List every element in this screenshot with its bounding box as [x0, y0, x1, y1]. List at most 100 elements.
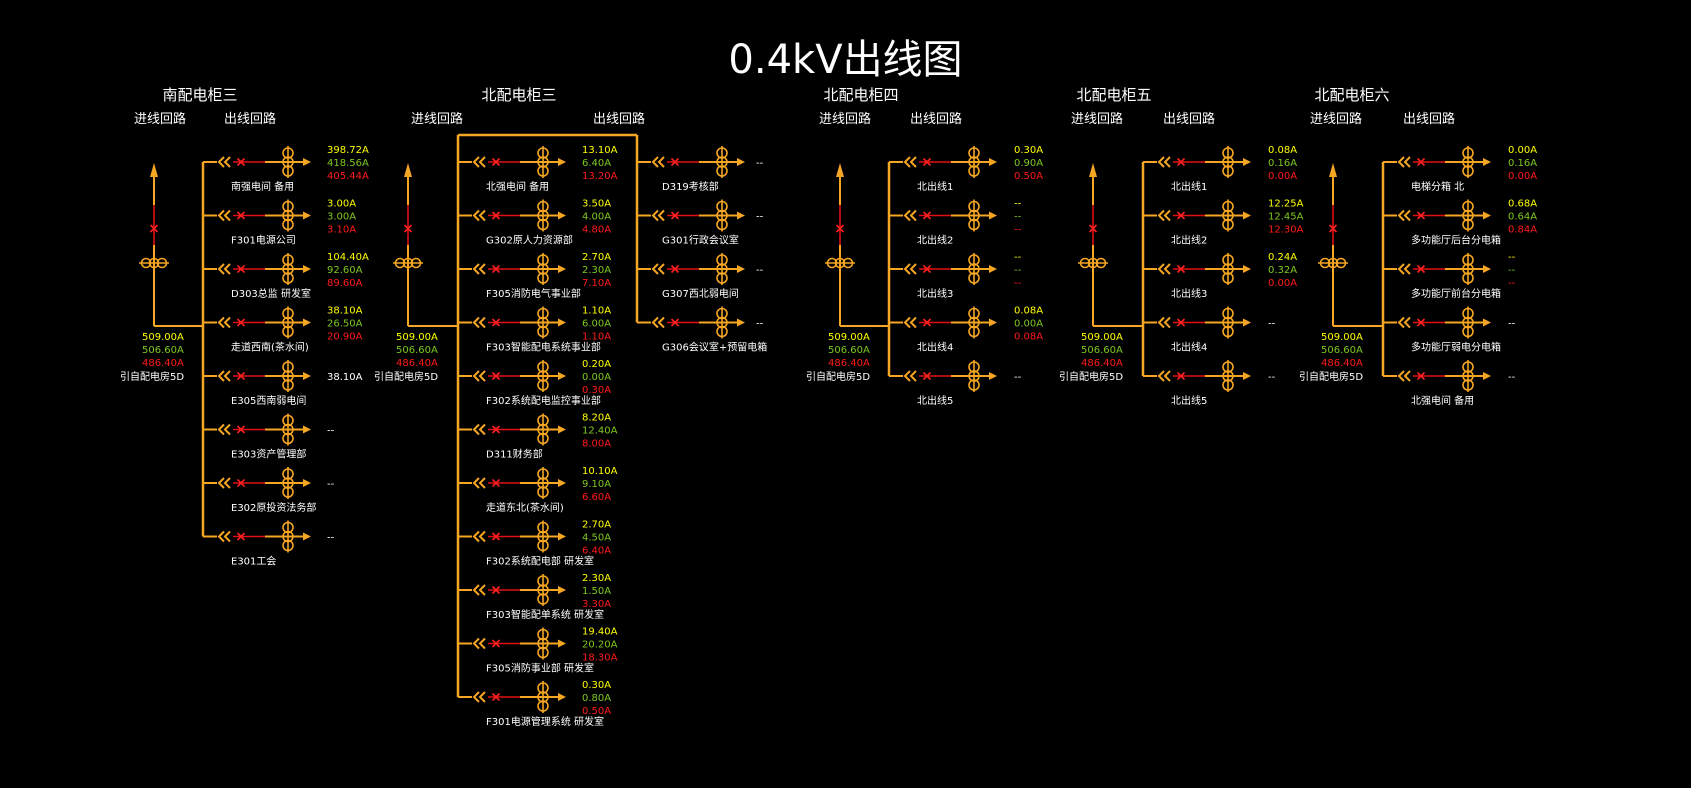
- phase-c-current: 6.40A: [582, 546, 611, 557]
- phase-b-current: 12.40A: [582, 426, 618, 437]
- phase-c-current: 0.00A: [1508, 171, 1537, 182]
- incoming-phase-a: 509.00A: [1081, 332, 1123, 343]
- disconnect-chevron-icon: [903, 209, 917, 222]
- phase-b-current: 3.00A: [327, 212, 356, 223]
- feeder-label: 多功能厅前台分电箱: [1411, 287, 1501, 300]
- arrow-icon: [737, 265, 745, 273]
- current-reading: 38.10A: [327, 372, 363, 383]
- current-transformer-icon: [537, 146, 549, 178]
- arrow-icon: [558, 318, 566, 327]
- feeder-label: G306会议室+预留电箱: [662, 341, 767, 354]
- incoming-source: 引自配电房5D: [806, 370, 870, 383]
- feeder-label: F302系统配电部 研发室: [486, 555, 594, 568]
- feeder-row: [458, 627, 566, 660]
- incoming-header: 进线回路: [1071, 111, 1123, 127]
- incoming-source: 引自配电房5D: [1059, 370, 1123, 383]
- arrow-icon: [558, 372, 566, 380]
- feeder-label: D303总监 研发室: [231, 287, 311, 300]
- arrow-icon: [303, 318, 311, 327]
- breaker-icon: [403, 224, 413, 233]
- current-transformer-icon: [968, 146, 980, 178]
- arrow-icon: [303, 532, 311, 541]
- phase-c-current: 0.50A: [582, 706, 611, 717]
- cabinet-title: 北配电柜三: [481, 86, 556, 104]
- feeder-row: [458, 253, 566, 285]
- incoming-source: 引自配电房5D: [1299, 370, 1363, 383]
- phase-b-current: 6.40A: [582, 158, 611, 169]
- feeder-row: [458, 146, 566, 178]
- current-reading: --: [1508, 319, 1516, 330]
- disconnect-chevron-icon: [903, 156, 917, 168]
- phase-b-current: 20.20A: [582, 640, 618, 651]
- arrow-icon: [1483, 211, 1491, 220]
- disconnect-chevron-icon: [217, 316, 231, 329]
- breaker-icon: [236, 211, 246, 220]
- phase-c-current: 6.60A: [582, 492, 611, 503]
- arrow-icon: [303, 372, 311, 380]
- current-transformer-icon: [537, 413, 549, 446]
- feeder-row: [1383, 253, 1491, 285]
- current-transformer-icon: [1462, 360, 1474, 392]
- phase-c-current: 0.00A: [1268, 171, 1297, 182]
- incoming-phase-a: 509.00A: [142, 332, 184, 343]
- phase-a-current: --: [1508, 252, 1516, 263]
- arrow-icon: [1243, 265, 1251, 273]
- feeder-row: [637, 306, 745, 339]
- current-transformer-icon: [393, 257, 423, 269]
- breaker-icon: [922, 318, 932, 327]
- breaker-icon: [491, 371, 501, 381]
- incoming-phase-c: 486.40A: [1321, 358, 1363, 369]
- current-transformer-icon: [537, 574, 549, 606]
- breaker-icon: [922, 264, 932, 274]
- arrow-icon: [989, 211, 997, 220]
- feeder-row: [889, 199, 997, 232]
- arrow-icon: [1483, 372, 1491, 380]
- phase-a-current: 1.10A: [582, 306, 611, 317]
- current-transformer-icon: [968, 360, 980, 392]
- current-reading: --: [756, 212, 764, 223]
- disconnect-chevron-icon: [472, 477, 486, 489]
- feeder-label: D319考核部: [662, 180, 719, 193]
- phase-a-current: 8.20A: [582, 413, 611, 424]
- incoming-phase-c: 486.40A: [396, 358, 438, 369]
- disconnect-chevron-icon: [903, 316, 917, 329]
- disconnect-chevron-icon: [651, 316, 665, 329]
- feeder-label: 走道东北(茶水间): [486, 501, 564, 514]
- current-transformer-icon: [1462, 306, 1474, 339]
- feeder-label: 走道西南(茶水间): [231, 341, 309, 354]
- disconnect-chevron-icon: [1397, 263, 1411, 275]
- feeder-label: 电梯分箱 北: [1411, 180, 1464, 193]
- phase-c-current: 13.20A: [582, 171, 618, 182]
- incoming-header: 进线回路: [134, 111, 186, 127]
- feeder-label: 南强电间 备用: [231, 180, 294, 193]
- feeder-label: 多功能厅弱电分电箱: [1411, 341, 1501, 354]
- feeder-row: [1143, 306, 1251, 339]
- current-transformer-icon: [1222, 253, 1234, 285]
- phase-a-current: 0.08A: [1268, 145, 1297, 156]
- phase-c-current: --: [1014, 278, 1022, 289]
- phase-c-current: 0.00A: [1268, 278, 1297, 289]
- disconnect-chevron-icon: [472, 584, 486, 596]
- current-transformer-icon: [537, 360, 549, 392]
- breaker-icon: [236, 371, 246, 381]
- phase-b-current: 6.00A: [582, 319, 611, 330]
- breaker-icon: [491, 157, 501, 167]
- phase-a-current: 0.00A: [1508, 145, 1537, 156]
- phase-c-current: 4.80A: [582, 225, 611, 236]
- phase-a-current: 19.40A: [582, 627, 618, 638]
- incoming-source: 引自配电房5D: [374, 370, 438, 383]
- current-transformer-icon: [537, 199, 549, 232]
- phase-b-current: 0.80A: [582, 693, 611, 704]
- current-transformer-icon: [1222, 146, 1234, 178]
- current-reading: --: [327, 426, 335, 437]
- current-transformer-icon: [282, 306, 294, 339]
- disconnect-chevron-icon: [1157, 263, 1171, 275]
- arrow-icon: [1483, 318, 1491, 327]
- phase-a-current: 0.68A: [1508, 199, 1537, 210]
- outgoing-header: 出线回路: [593, 111, 645, 127]
- arrow-icon: [737, 158, 745, 166]
- phase-a-current: 2.70A: [582, 520, 611, 531]
- incoming-phase-b: 506.60A: [396, 345, 438, 356]
- arrow-icon: [558, 479, 566, 487]
- phase-b-current: 0.90A: [1014, 158, 1043, 169]
